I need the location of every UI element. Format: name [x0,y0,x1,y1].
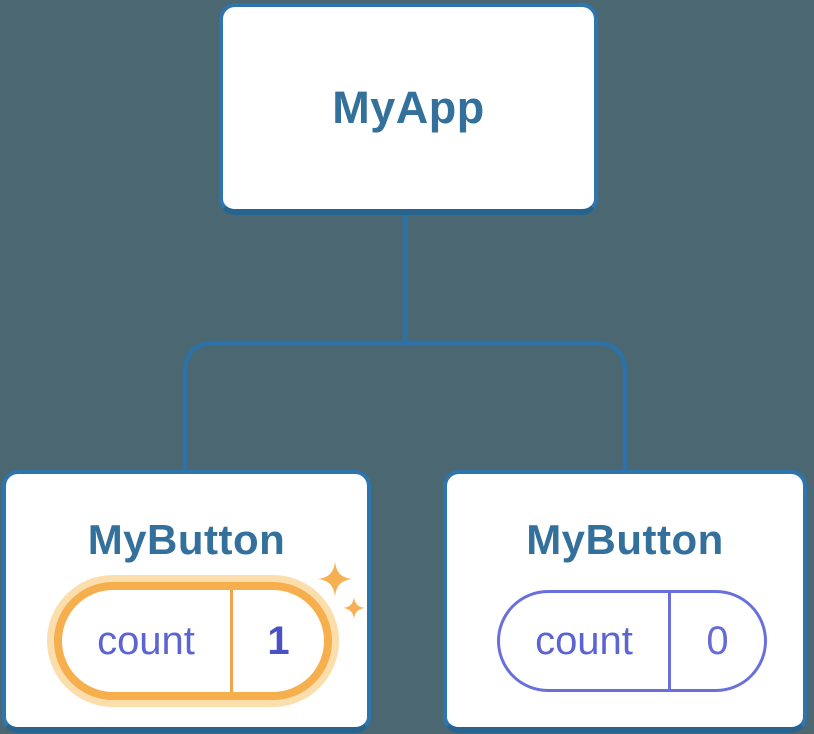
state-value: 0 [706,618,729,663]
state-key: count [97,618,195,663]
state-pill-divider [230,590,233,692]
component-node-child-highlighted: MyButton count 1 [2,470,371,733]
sparkles-icon [317,561,365,619]
state-pill-divider [668,593,671,689]
state-pill: count 1 [54,582,332,700]
component-node-root: MyApp [219,3,598,215]
state-key: count [535,618,633,663]
component-label: MyButton [526,516,724,563]
state-value: 1 [267,618,290,663]
component-label: MyButton [87,516,286,563]
state-pill-highlight-halo: count 1 [47,575,339,707]
state-pill: count 0 [497,590,767,692]
component-node-child-plain: MyButton count 0 [443,470,807,733]
component-label: MyApp [332,82,485,133]
